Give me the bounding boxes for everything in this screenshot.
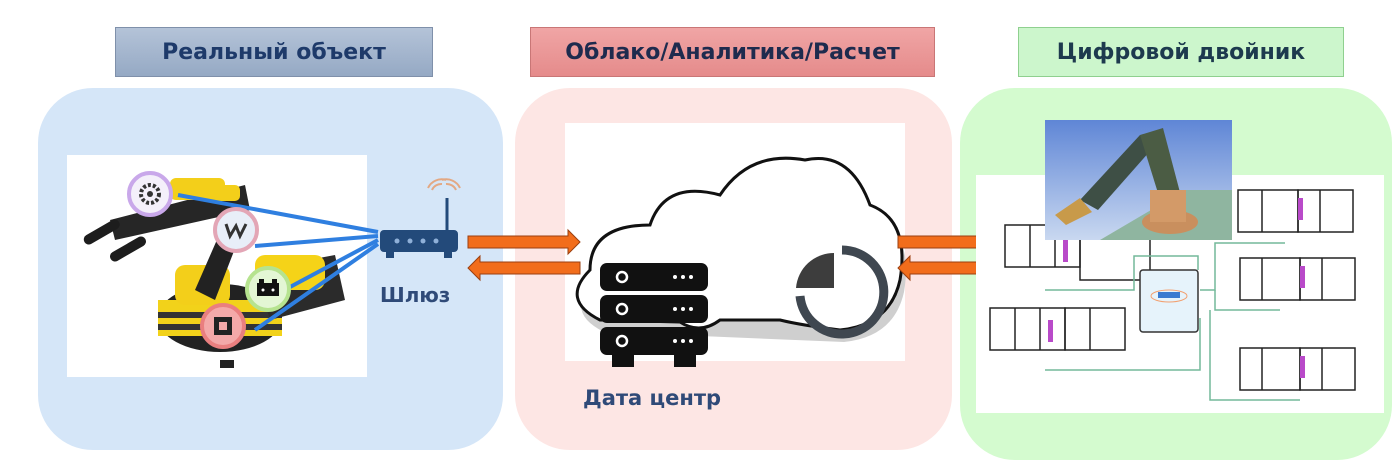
robot-3d-render [1045,120,1232,240]
schematic-wires [1045,242,1300,401]
sensor-links [177,193,380,332]
header-cloud: Облако/Аналитика/Расчет [530,27,935,77]
gear-icon [127,171,173,217]
server-icon [600,263,708,367]
gateway-label: Шлюз [380,283,451,307]
schematic-markers [1048,198,1305,378]
header-real-object: Реальный объект [115,27,433,77]
pie-chart-icon [795,245,889,339]
vibration-icon [213,207,259,253]
circuit-schematic [989,189,1356,391]
router-icon [380,178,461,258]
datacenter-label: Дата центр [583,386,722,410]
controller-block [1139,269,1199,333]
header-digital-twin: Цифровой двойник [1018,27,1344,77]
arrows-gateway-cloud [467,228,581,282]
battery-icon [245,266,291,312]
chip-icon [200,303,246,349]
